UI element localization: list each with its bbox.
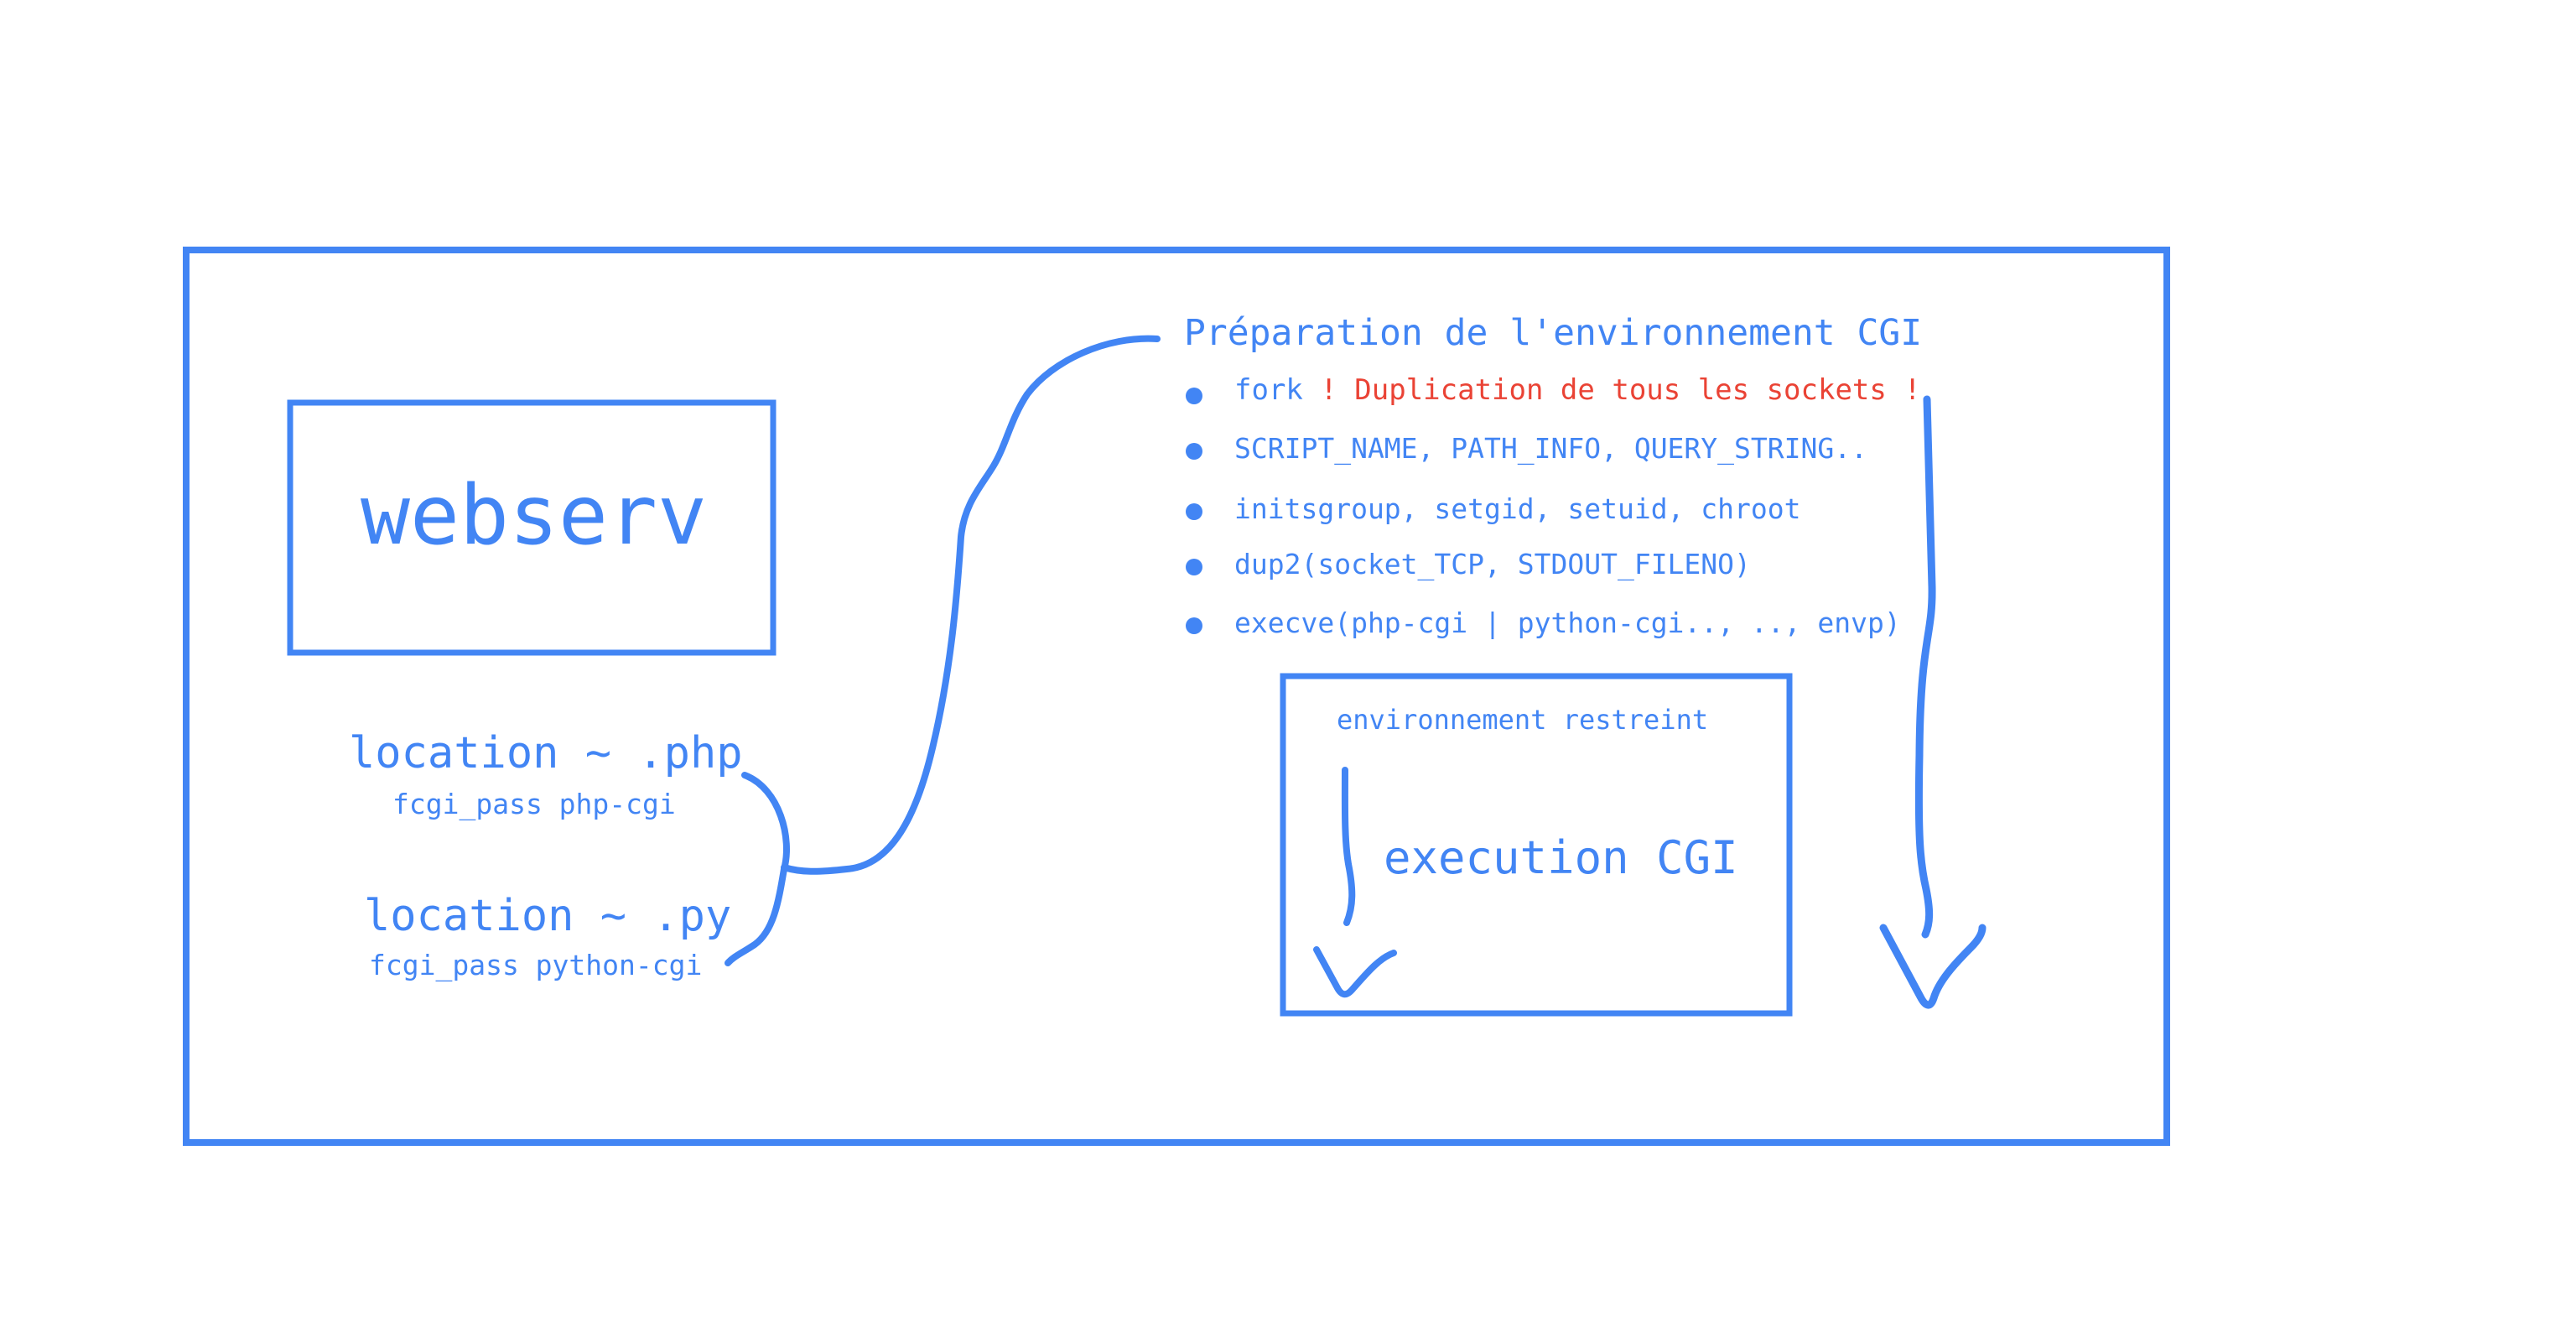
step-execve: execve(php-cgi | python-cgi.., .., envp) <box>1234 606 1901 639</box>
outer-frame <box>183 247 2170 1146</box>
bullet-marker <box>1186 443 1202 460</box>
restricted-env-box <box>1280 673 1793 1017</box>
step-fork: fork ! Duplication de tous les sockets ! <box>1234 376 1921 404</box>
step-fork-warning: ! Duplication de tous les sockets ! <box>1302 373 1921 407</box>
bullet-marker <box>1186 503 1202 520</box>
step-dup2: dup2(socket_TCP, STDOUT_FILENO) <box>1234 548 1751 580</box>
preparation-title: Préparation de l'environnement CGI <box>1184 312 1923 354</box>
long-arrow-head <box>1879 924 1987 1009</box>
small-arrow-head <box>1313 946 1397 998</box>
bullet-marker <box>1186 617 1202 634</box>
step-fork-label: fork <box>1234 373 1303 407</box>
bullet-marker <box>1186 559 1202 575</box>
step-privileges: initsgroup, setgid, setuid, chroot <box>1234 492 1801 525</box>
webserv-box <box>287 399 776 656</box>
connector-curve <box>781 335 1161 875</box>
location-py-pattern: location ~ .py <box>364 891 732 941</box>
location-py-directive: fcgi_pass python-cgi <box>369 949 703 981</box>
webserv-title: webserv <box>361 468 708 564</box>
bullet-marker <box>1186 388 1202 404</box>
restricted-env-label: environnement restreint <box>1337 704 1709 736</box>
execution-cgi-title: execution CGI <box>1384 831 1738 884</box>
location-php-directive: fcgi_pass php-cgi <box>392 788 676 820</box>
step-env-vars: SCRIPT_NAME, PATH_INFO, QUERY_STRING.. <box>1234 432 1867 465</box>
long-arrow-shaft <box>1914 395 1936 939</box>
small-arrow-shaft <box>1341 767 1356 926</box>
location-brace <box>724 772 790 966</box>
location-php-pattern: location ~ .php <box>349 728 743 778</box>
